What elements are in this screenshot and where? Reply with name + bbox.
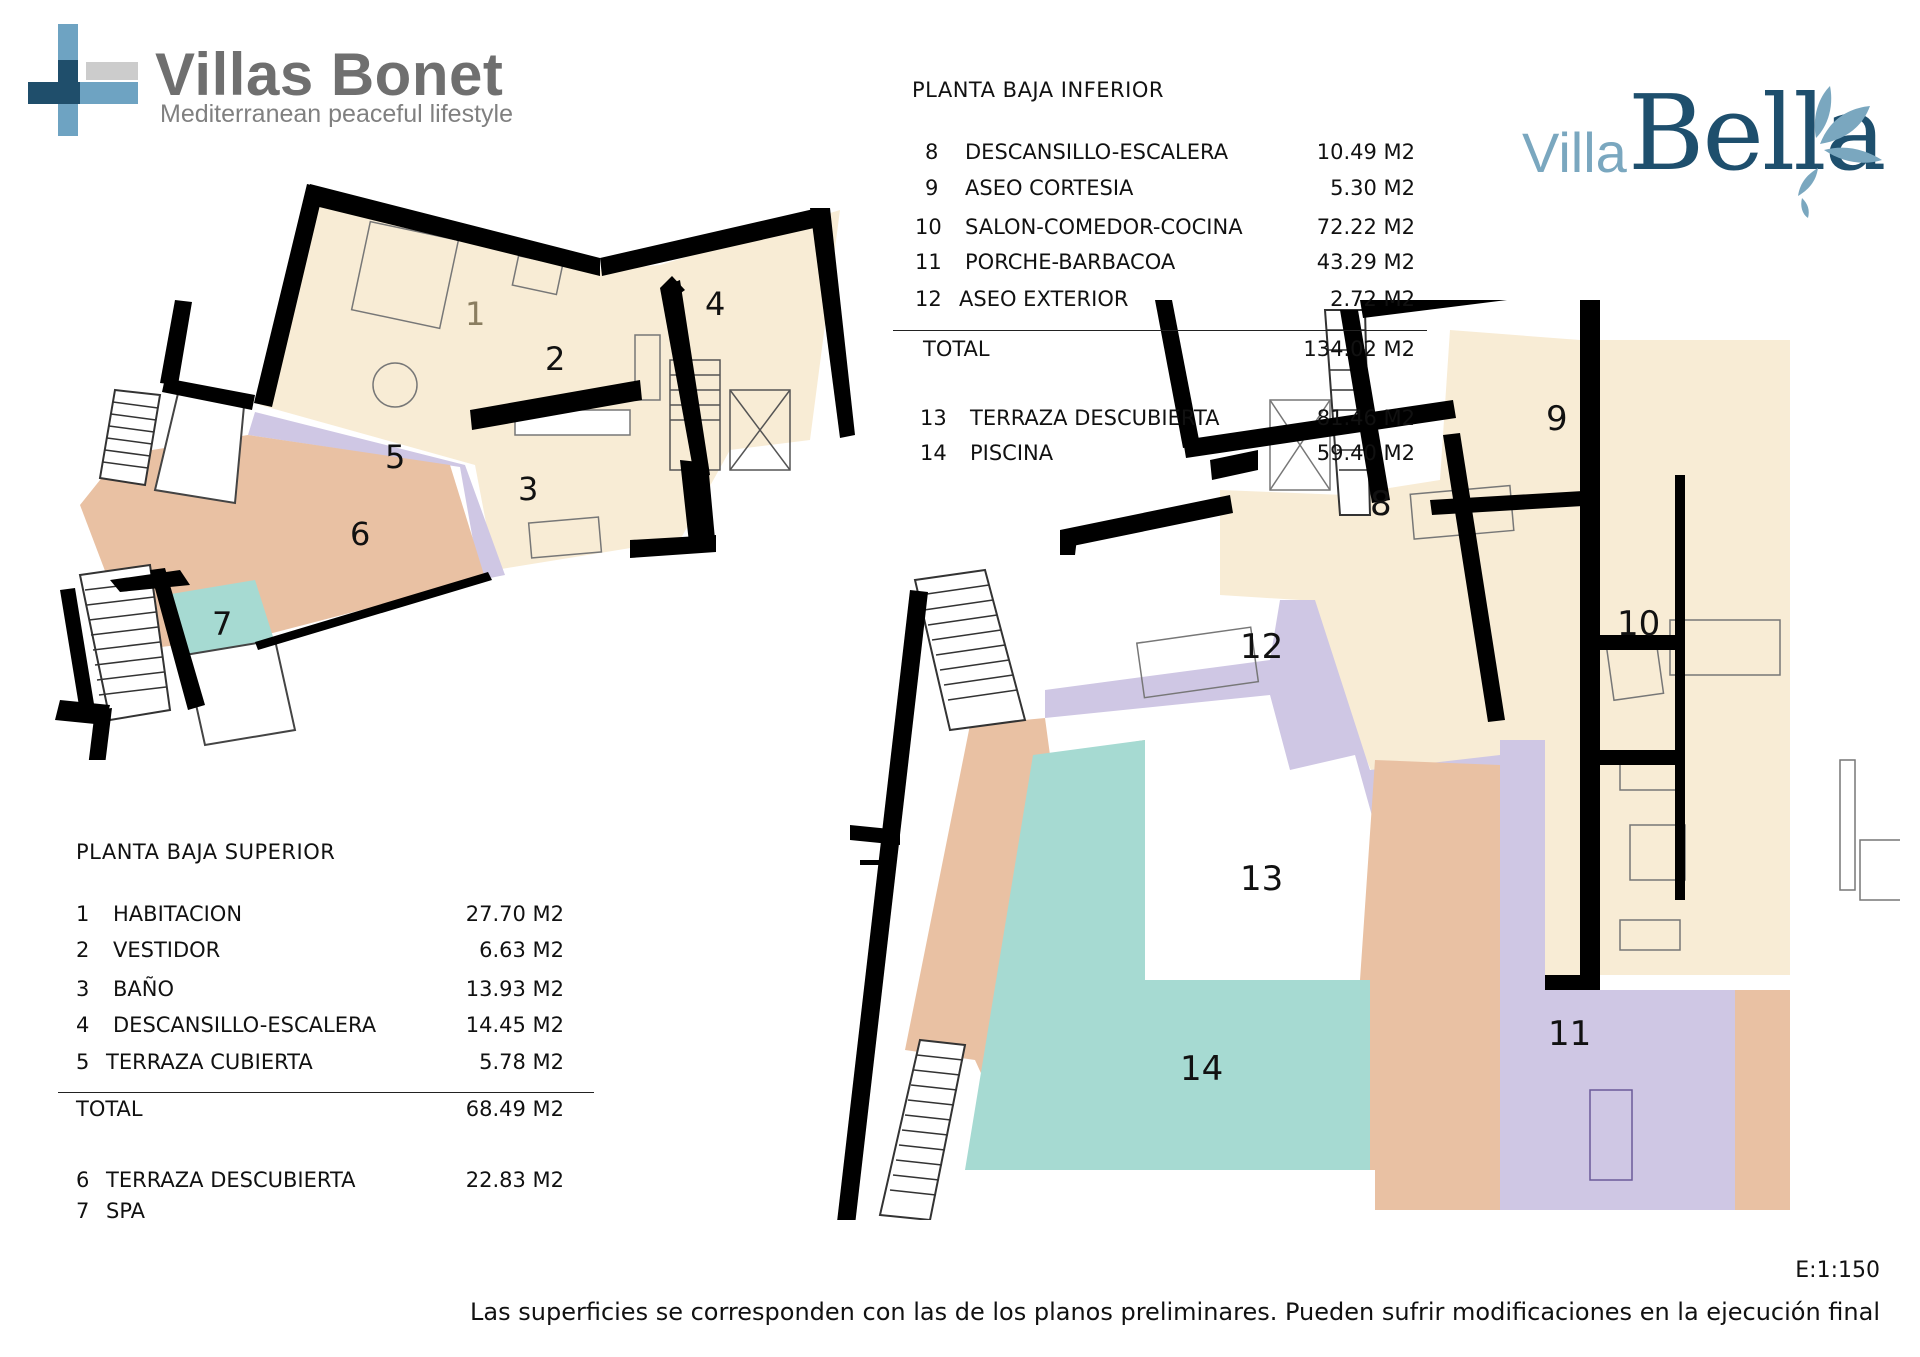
villa-logo-word-villa: Villa: [1522, 121, 1627, 184]
plan-label-7: 7: [212, 605, 232, 643]
plan-label-3: 3: [518, 470, 538, 508]
plan-label-6: 6: [350, 515, 370, 553]
upper-floor-plan: 1 2 3 4 5 6 7: [55, 184, 855, 760]
porch-zone: [1045, 600, 1735, 1210]
plan-label-10: 10: [1617, 604, 1660, 644]
plan-label-12: 12: [1240, 627, 1283, 667]
plan-label-1: 1: [465, 295, 485, 333]
lower-floor-title: PLANTA BAJA INFERIOR: [912, 78, 1164, 102]
pool-zone: [965, 740, 1370, 1170]
spa-zone: [165, 580, 275, 660]
plan-label-5: 5: [385, 438, 405, 476]
upper-total-rule: [58, 1092, 594, 1093]
plan-label-4: 4: [705, 285, 725, 323]
plan-label-2: 2: [545, 340, 565, 378]
brand-name: Villas Bonet: [155, 41, 504, 108]
leaf-icon: [1798, 86, 1882, 218]
villas-bonet-logo-mark: [28, 24, 138, 136]
lower-total-rule: [893, 330, 1427, 331]
upper-floor-title: PLANTA BAJA SUPERIOR: [76, 840, 336, 864]
scale-label: E:1:150: [1795, 1258, 1880, 1283]
plan-label-13: 13: [1240, 859, 1283, 899]
brand-tagline: Mediterranean peaceful lifestyle: [160, 100, 513, 128]
room-interior-lower: [1220, 330, 1790, 975]
plan-label-11: 11: [1548, 1014, 1591, 1054]
lower-floor-plan: 8 9 10 11 12 13 14: [837, 300, 1900, 1220]
footnote: Las superficies se corresponden con las …: [470, 1298, 1880, 1326]
plan-label-14: 14: [1180, 1049, 1223, 1089]
plan-label-8: 8: [1370, 484, 1392, 524]
plan-label-9: 9: [1546, 399, 1568, 439]
